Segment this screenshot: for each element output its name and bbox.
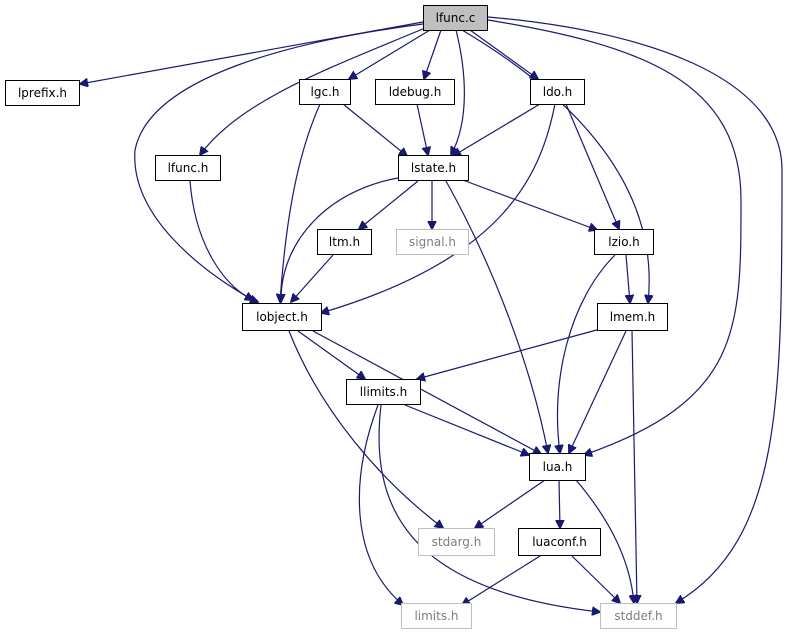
node-stddef-h[interactable]: stddef.h <box>600 603 677 629</box>
edge-lua-h-stddef-h <box>575 479 634 603</box>
node-signal-h[interactable]: signal.h <box>396 229 469 255</box>
node-lgc-h[interactable]: lgc.h <box>299 79 351 105</box>
edge-lobject-h-stdarg-h <box>288 330 443 528</box>
edge-lfunc-c-lstate-h <box>451 29 465 155</box>
node-lfunc-h[interactable]: lfunc.h <box>155 155 221 181</box>
edge-lstate-h-ltm-h <box>359 180 419 229</box>
edge-lstate-h-lua-h <box>445 180 548 453</box>
edge-lfunc-c-ldo-h <box>469 29 538 79</box>
edge-luaconf-h-limits-h <box>462 555 541 605</box>
node-lua-h[interactable]: lua.h <box>529 453 586 481</box>
edge-lfunc-h-lobject-h <box>189 180 258 302</box>
edge-llimits-h-stddef-h <box>378 404 600 612</box>
node-lstate-h[interactable]: lstate.h <box>398 155 469 181</box>
node-ldo-h[interactable]: ldo.h <box>530 79 585 105</box>
edge-luaconf-h-stddef-h <box>571 555 620 603</box>
edge-lfunc-c-lfunc-h <box>200 27 426 155</box>
edge-lua-h-luaconf-h <box>559 479 560 528</box>
edge-lobject-h-lua-h <box>312 330 541 454</box>
edge-ldebug-h-lstate-h <box>416 103 428 155</box>
edge-ldo-h-lobject-h <box>321 103 556 313</box>
edge-llimits-h-limits-h <box>358 404 403 605</box>
edge-lstate-h-lzio-h <box>459 178 597 230</box>
edge-lfunc-c-stddef-h <box>487 16 783 603</box>
node-luaconf-h[interactable]: luaconf.h <box>518 528 601 556</box>
edge-ldo-h-lzio-h <box>565 103 619 229</box>
node-lmem-h[interactable]: lmem.h <box>597 303 668 331</box>
node-ltm-h[interactable]: ltm.h <box>317 229 372 255</box>
edge-llimits-h-lua-h <box>404 404 529 455</box>
edge-lfunc-c-ldebug-h <box>424 29 442 79</box>
node-lprefix-h[interactable]: lprefix.h <box>5 80 80 106</box>
edge-lzio-h-lua-h <box>557 254 616 453</box>
edge-ldo-h-lstate-h <box>453 103 541 156</box>
node-limits-h[interactable]: limits.h <box>401 603 472 629</box>
node-stdarg-h[interactable]: stdarg.h <box>418 528 495 556</box>
node-llimits-h[interactable]: llimits.h <box>346 379 421 405</box>
edge-lmem-h-lua-h <box>569 330 627 453</box>
edge-lfunc-c-lua-h <box>487 19 742 455</box>
edge-lobject-h-llimits-h <box>297 330 365 379</box>
edge-lua-h-stdarg-h <box>475 479 546 528</box>
node-lzio-h[interactable]: lzio.h <box>594 229 654 255</box>
node-lfunc-c[interactable]: lfunc.c <box>423 5 488 31</box>
edge-lgc-h-lobject-h <box>280 103 321 302</box>
edge-lmem-h-llimits-h <box>417 327 605 379</box>
edge-lmem-h-stddef-h <box>631 330 637 603</box>
edge-lfunc-c-lobject-h <box>134 23 424 300</box>
edge-ltm-h-lobject-h <box>291 254 334 302</box>
edge-lzio-h-lmem-h <box>626 254 630 303</box>
edge-lfunc-c-lgc-h <box>349 29 431 79</box>
edge-lstate-h-lobject-h <box>281 177 399 302</box>
edge-lgc-h-lstate-h <box>342 103 407 156</box>
edge-lfunc-c-lmem-h <box>461 29 649 303</box>
node-lobject-h[interactable]: lobject.h <box>242 303 322 331</box>
node-ldebug-h[interactable]: ldebug.h <box>375 79 455 105</box>
